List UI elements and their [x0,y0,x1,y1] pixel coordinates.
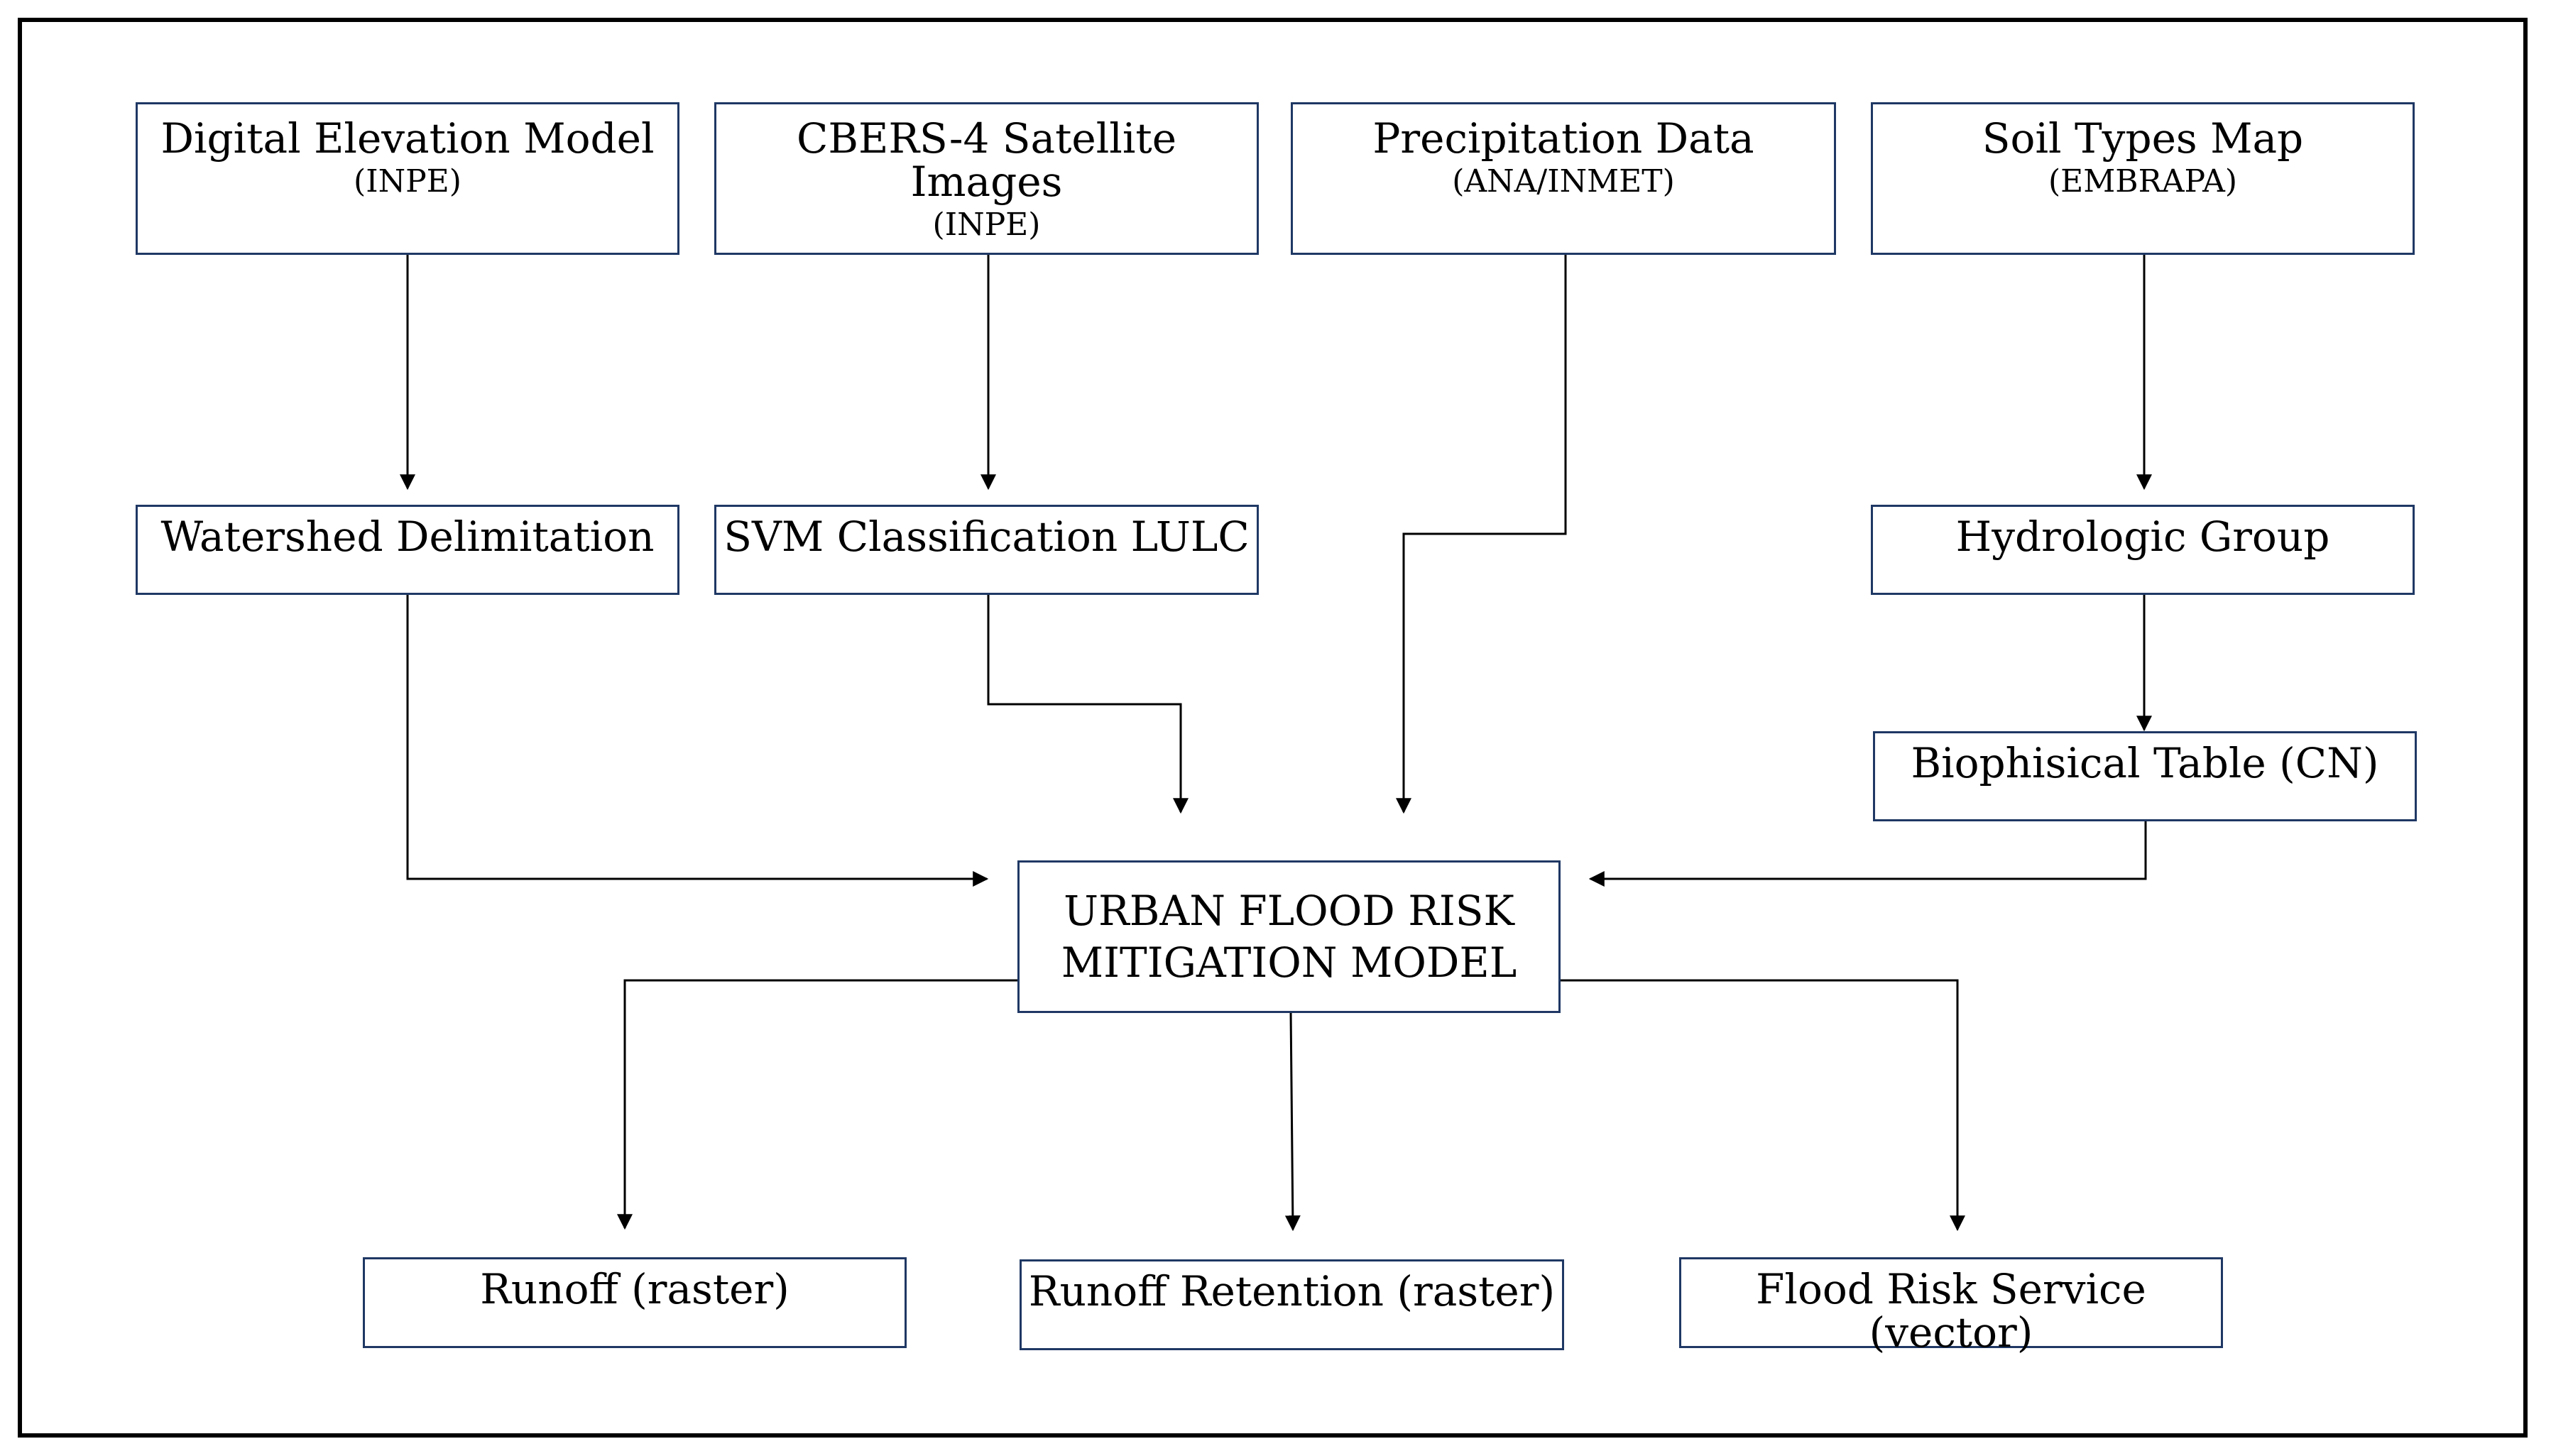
model-line-2: MITIGATION MODEL [1061,938,1517,987]
input-box-dem: Digital Elevation Model (INPE) [136,102,679,255]
process-label: SVM Classification LULC [723,513,1250,561]
arrow-biophysical-to-model [1588,821,2147,887]
process-label: Hydrologic Group [1955,513,2330,561]
arrow-model-to-service [1561,979,1965,1232]
process-label: Watershed Delimitation [160,513,655,561]
output-label: Runoff (raster) [480,1265,790,1313]
arrow-watershed-to-model [406,595,989,887]
arrow-model-to-runoff [617,979,1017,1230]
output-label: Runoff Retention (raster) [1028,1267,1556,1315]
output-box-runoff: Runoff (raster) [363,1257,907,1348]
output-box-retention: Runoff Retention (raster) [1020,1259,1564,1350]
model-box: URBAN FLOOD RISK MITIGATION MODEL [1017,860,1561,1013]
input-box-cbers: CBERS-4 Satellite Images (INPE) [714,102,1259,255]
output-label: Flood Risk Service (vector) [1756,1265,2146,1357]
process-box-watershed: Watershed Delimitation [136,505,679,595]
input-source: (INPE) [932,206,1041,243]
input-title: Digital Elevation Model [160,114,655,163]
input-source: (INPE) [354,163,461,199]
input-title: Soil Types Map [1982,114,2304,163]
output-box-service: Flood Risk Service (vector) [1679,1257,2223,1354]
process-box-hydrologic: Hydrologic Group [1871,505,2415,595]
process-label: Biophisical Table (CN) [1911,739,2379,787]
input-source: (ANA/INMET) [1452,163,1675,199]
diagram-frame [18,18,2528,1438]
input-source: (EMBRAPA) [2048,163,2238,199]
process-box-svm: SVM Classification LULC [714,505,1259,595]
arrow-svm-to-model [987,595,1189,814]
input-title: Precipitation Data [1372,114,1754,163]
input-box-precipitation: Precipitation Data (ANA/INMET) [1291,102,1836,255]
process-box-biophysical: Biophisical Table (CN) [1873,731,2417,821]
input-title: CBERS-4 Satellite Images [796,114,1177,206]
arrow-model-to-retention [1284,1011,1301,1232]
model-line-1: URBAN FLOOD RISK [1064,887,1514,935]
input-box-soil: Soil Types Map (EMBRAPA) [1871,102,2415,255]
arrow-precipitation-to-model [1396,253,1567,814]
